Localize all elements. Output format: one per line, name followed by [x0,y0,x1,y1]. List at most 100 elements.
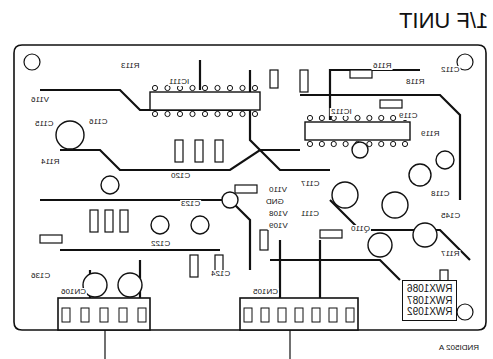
ic-pad [165,111,170,116]
part-number: RWX1092 [407,306,452,318]
component-outline [413,223,437,247]
leader-line [104,330,105,359]
ic-pad [319,141,324,146]
ic-pad [190,85,195,90]
resistor-symbol [235,185,257,193]
part-label: R116 [372,62,393,70]
part-label: C136 [30,272,51,280]
connector-pin [295,308,303,322]
copper-trace [199,60,201,90]
ic-pad [355,115,360,120]
ic-pad [240,111,245,116]
part-label: RNDI502 A [438,344,480,352]
part-label: Q110 [350,225,371,233]
part-label: V109 [268,222,289,230]
connector-pin [119,308,127,322]
part-number: RWX1087 [407,295,452,307]
ic-package [150,92,260,110]
component-outline [118,273,142,297]
part-label: C118 [430,190,451,198]
part-label: C120 [170,172,191,180]
part-label: R117 [440,250,461,258]
part-label: R113 [120,62,141,70]
part-label: CN105 [252,288,279,296]
ic-pad [215,111,220,116]
part-number-box: RWX1086RWX1087RWX1092 [402,280,457,321]
ic-pad [152,111,157,116]
resistor-symbol [40,235,62,243]
part-label: C119 [398,112,419,120]
mounting-hole [457,304,473,320]
connector-pin [278,308,286,322]
part-label: V110 [268,186,288,194]
ic-pad [307,115,312,120]
part-label: R118 [405,78,426,86]
ic-package [305,122,410,140]
copper-trace [300,95,460,200]
ic-pad [379,115,384,120]
copper-trace [319,240,321,300]
component-outline [222,192,238,208]
ic-pad [331,115,336,120]
unit-title: 1/F UNIT [398,10,489,32]
resistor-symbol [300,70,308,92]
ic-pad [227,111,232,116]
copper-trace [60,249,220,251]
component-outline [101,176,119,194]
resistor-symbol [215,140,223,162]
ic-pad [202,85,207,90]
part-label: C117 [300,180,321,188]
component-outline [352,142,368,158]
component-outline [191,216,209,234]
resistor-symbol [350,70,372,78]
component-outline [436,151,454,169]
part-label: IC111 [168,78,190,86]
ic-pad [391,115,396,120]
part-label: C124 [210,270,231,278]
ic-pad [343,141,348,146]
ic-pad [307,141,312,146]
connector-pin [100,308,108,322]
part-label: V116 [30,96,50,104]
ic-pad [227,85,232,90]
part-label: C116 [88,118,109,126]
ic-pad [319,115,324,120]
component-outline [56,121,84,149]
part-label: C115 [34,120,55,128]
part-label: R114 [40,158,61,166]
resistor-symbol [270,70,278,88]
connector-pin [138,308,146,322]
part-number: RWX1086 [407,283,452,295]
ic-pad [367,115,372,120]
component-outline [332,182,358,208]
mounting-hole [24,54,40,70]
part-label: V108 [268,210,289,218]
connector-pin [312,308,320,322]
component-outline [409,164,431,186]
connector-pin [261,308,269,322]
ic-pad [331,141,336,146]
ic-pad [152,85,157,90]
part-label: C123 [180,200,201,208]
ic-pad [240,85,245,90]
resistor-symbol [90,210,98,232]
connector-pin [346,308,354,322]
part-label: C111 [300,210,320,218]
connector-pin [62,308,70,322]
part-label: GND [265,198,285,206]
connector-housing [240,298,358,330]
connector-housing [58,298,150,330]
resistor-symbol [120,210,128,232]
component-outline [151,216,169,234]
ic-pad [177,85,182,90]
ic-pad [190,111,195,116]
resistor-symbol [195,140,203,162]
part-label: C112 [440,66,461,74]
part-label: C122 [150,240,171,248]
ic-pad [391,141,396,146]
ic-pad [402,141,407,146]
ic-pad [343,115,348,120]
ic-pad [379,141,384,146]
connector-pin [329,308,337,322]
